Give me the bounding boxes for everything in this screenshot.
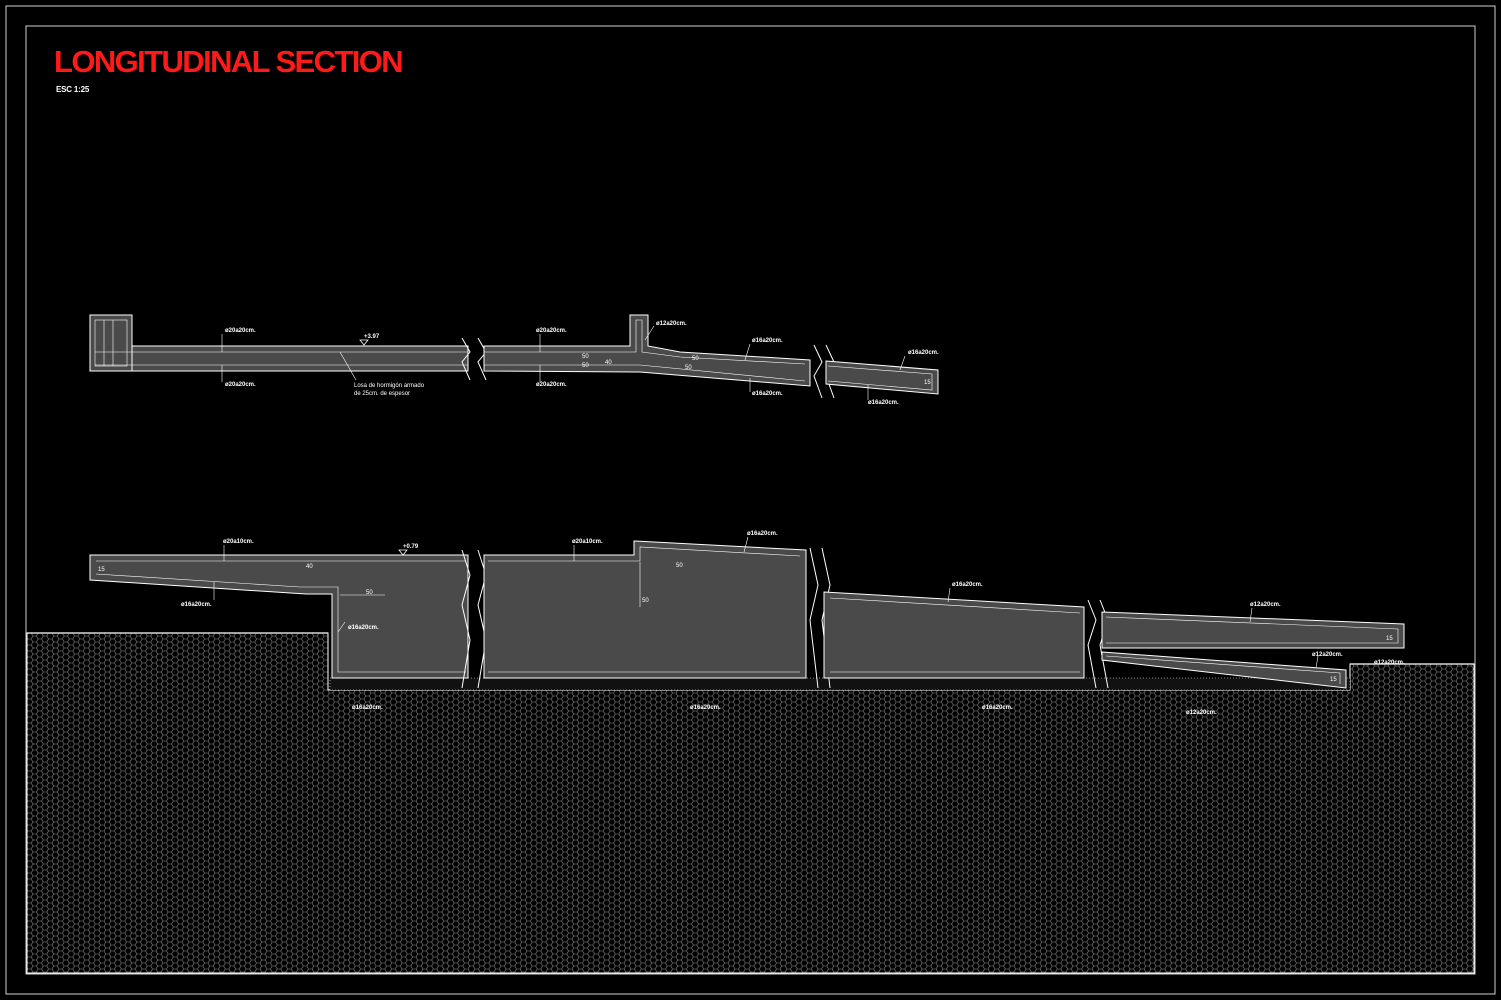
lower-block-2 [483,540,807,679]
lower-rebar-base-4: ø12a20cm. [1186,710,1217,716]
drawing-scale: ESC 1:25 [56,85,90,94]
upper-slab-3 [825,360,939,395]
lower-rebar-end: ø12a20cm. [1374,660,1405,666]
lower-dim-40: 40 [306,564,313,570]
upper-dim-50a: 50 [582,354,589,360]
upper-dim-50d: 50 [685,365,692,371]
upper-rebar-top-4: ø16a20cm. [908,350,939,356]
upper-rebar-bottom-3: ø16a20cm. [752,391,783,397]
upper-rebar-top-1: ø20a20cm. [225,328,256,334]
upper-dim-50b: 50 [582,363,589,369]
lower-dim-15c: 15 [1330,677,1337,683]
lower-rebar-base-1: ø16a20cm. [352,705,383,711]
lower-dim-50b: 50 [676,563,683,569]
upper-section-labels: +3.97 ø20a20cm. ø20a20cm. ø20a20cm. ø20a… [225,321,939,406]
upper-rebar-upstand: ø12a20cm. [656,321,687,327]
gravel-bed [329,677,1351,691]
upper-rebar-bottom-2: ø20a20cm. [536,382,567,388]
lower-block-1 [89,554,469,679]
outer-border [5,5,1496,995]
lower-rebar-top-2: ø20a10cm. [572,539,603,545]
upper-slab-note-2: de 25cm. de espesor [354,391,410,397]
upper-section [89,314,939,400]
lower-dim-15b: 15 [1386,636,1393,642]
upper-rebar-bottom-1: ø20a20cm. [225,382,256,388]
upper-slab-1 [131,345,469,372]
upper-rebar-top-3: ø16a20cm. [752,338,783,344]
lower-dim-50a: 50 [366,590,373,596]
lower-block-5 [1101,651,1347,689]
upper-rebar-top-2: ø20a20cm. [536,328,567,334]
level-marker-upper [359,339,369,346]
lower-section-labels: +0.79 ø20a10cm. ø16a20cm. ø16a20cm. ø20a… [98,531,1405,716]
lower-rebar-top-4: ø16a20cm. [952,582,983,588]
lower-rebar-base-3: ø16a20cm. [982,705,1013,711]
upper-rebar-bottom-4: ø16a20cm. [868,400,899,406]
lower-dim-50c: 50 [642,598,649,604]
lower-rebar-bottom-1: ø16a20cm. [181,602,212,608]
lower-rebar-wall: ø16a20cm. [348,625,379,631]
lower-rebar-top-5: ø12a20cm. [1250,602,1281,608]
upper-level: +3.97 [364,334,380,340]
upper-dim-50c: 50 [692,356,699,362]
upper-slab-2 [483,314,811,387]
upper-dim-40: 40 [605,360,612,366]
upper-slab-note-1: Losa de hormigón armado [354,383,425,389]
drawing-title: LONGITUDINAL SECTION [54,44,404,79]
lower-rebar-base-2: ø16a20cm. [690,705,721,711]
lower-block-4 [1101,611,1405,649]
lower-dim-15a: 15 [98,567,105,573]
lower-section [89,536,1405,689]
lower-rebar-top-3: ø16a20cm. [747,531,778,537]
upper-dim-15: 15 [924,380,931,386]
lower-rebar-top-1: ø20a10cm. [223,539,254,545]
inner-border [25,25,1476,975]
lower-level: +0.79 [403,544,419,550]
lower-rebar-top-6: ø12a20cm. [1312,652,1343,658]
lower-block-3 [823,591,1085,679]
level-marker-lower [398,549,408,556]
upper-end-block [89,314,133,372]
